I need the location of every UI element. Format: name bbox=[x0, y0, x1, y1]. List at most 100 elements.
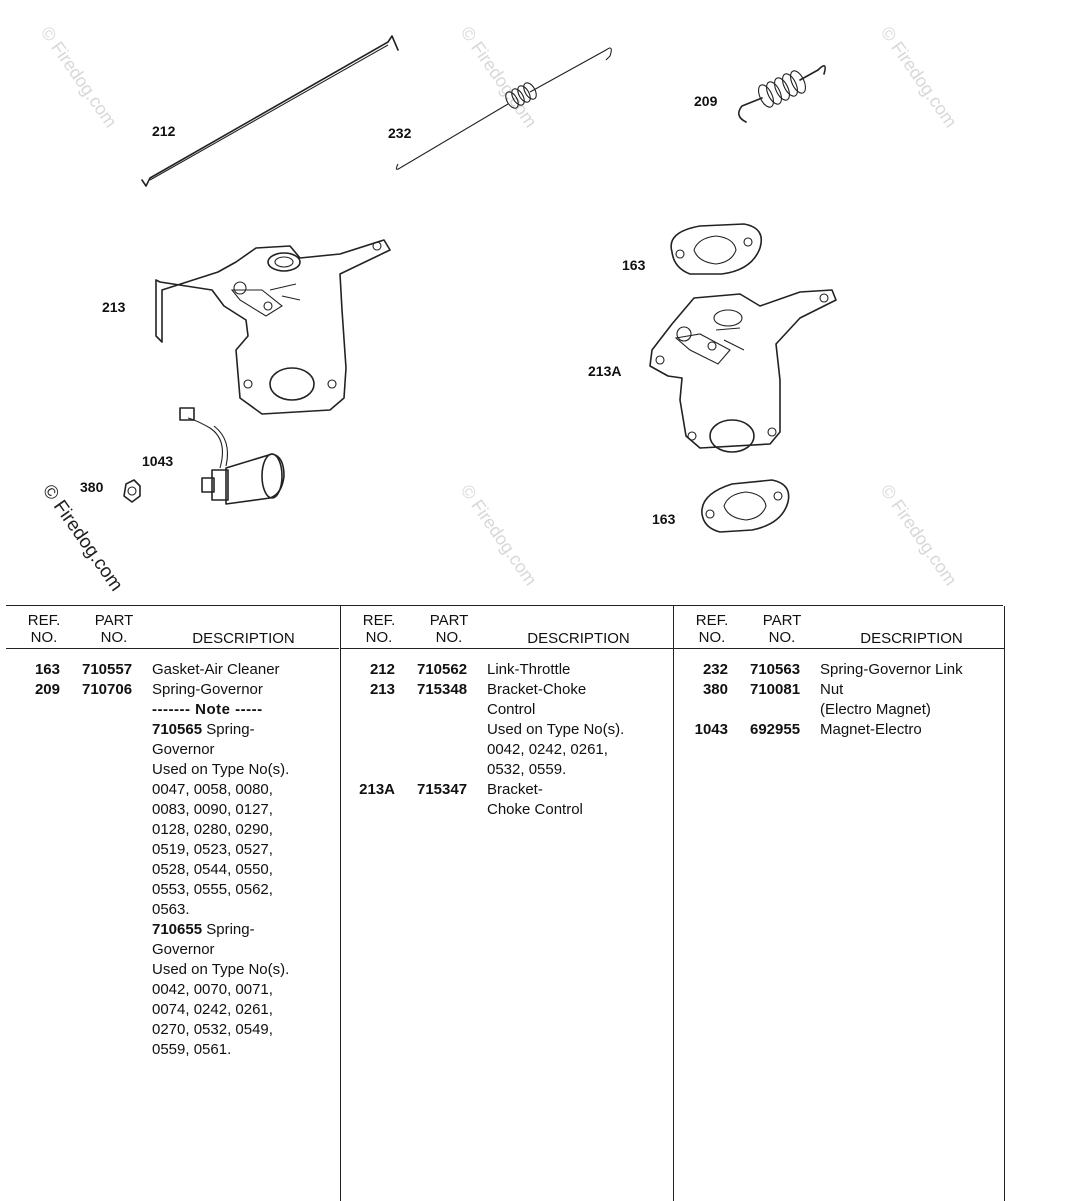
part-1043-electro-magnet: 1043 bbox=[142, 407, 285, 505]
ref-no-cell: 212 bbox=[369, 661, 395, 678]
table-row: 380 710081 Nut (Electro Magnet) bbox=[674, 680, 1004, 720]
description-line: Magnet-Electro bbox=[820, 721, 922, 738]
ref-no-cell: 163 bbox=[34, 661, 60, 678]
header-description: DESCRIPTION bbox=[527, 630, 630, 647]
description-cell: Magnet-Electro bbox=[820, 720, 1000, 740]
description-line: 0074, 0242, 0261, bbox=[152, 1001, 273, 1018]
table-row: 213A 715347 Bracket- Choke Control bbox=[341, 780, 673, 820]
description-line: Gasket-Air Cleaner bbox=[152, 661, 280, 678]
description-line: 0563. bbox=[152, 901, 190, 918]
ref-no-cell: 209 bbox=[34, 681, 60, 698]
ref-no-cell: 213 bbox=[369, 681, 395, 698]
description-line: Bracket- bbox=[487, 781, 543, 798]
part-no-cell: 710562 bbox=[417, 661, 468, 678]
description-line: Used on Type No(s). bbox=[152, 961, 290, 978]
description-line: 0553, 0555, 0562, bbox=[152, 881, 273, 898]
callout-213A: 213A bbox=[588, 363, 621, 379]
description-line: Used on Type No(s). bbox=[152, 761, 290, 778]
watermark-mid-left: © Firedog.com bbox=[38, 481, 127, 595]
callout-209: 209 bbox=[694, 93, 718, 109]
part-no-cell: 715348 bbox=[417, 681, 468, 698]
callout-163-lower: 163 bbox=[652, 511, 676, 527]
watermark-top-center: © Firedog.com bbox=[457, 23, 541, 131]
description-line: Spring-Governor Link bbox=[820, 661, 963, 678]
callout-213: 213 bbox=[102, 299, 126, 315]
note-separator: ------- Note ----- bbox=[152, 701, 263, 718]
callout-163-upper: 163 bbox=[622, 257, 646, 273]
description-cell: Nut (Electro Magnet) bbox=[820, 680, 1000, 720]
description-cell: ------- Note ----- bbox=[152, 700, 332, 720]
description-line: 0532, 0559. bbox=[487, 761, 567, 778]
description-cell: Spring-Governor bbox=[152, 680, 332, 700]
description-line: Bracket-Choke bbox=[487, 681, 587, 698]
description-line: Governor bbox=[152, 741, 215, 758]
ref-no-cell: 213A bbox=[359, 781, 395, 798]
description-cell: Bracket- Choke Control bbox=[487, 780, 667, 820]
part-209-governor-spring: 209 bbox=[694, 65, 826, 123]
ref-no-cell: 232 bbox=[702, 661, 728, 678]
ref-no-cell: 380 bbox=[702, 681, 728, 698]
table-row: ------- Note ----- bbox=[6, 700, 339, 720]
header-description: DESCRIPTION bbox=[860, 630, 963, 647]
description-line: 0083, 0090, 0127, bbox=[152, 801, 273, 818]
part-232-governor-spring: 232 bbox=[388, 47, 612, 170]
part-no-cell: 710563 bbox=[750, 661, 801, 678]
header-ref-no: REF.NO. bbox=[695, 612, 729, 646]
part-no-cell: 715347 bbox=[417, 781, 468, 798]
callout-1043: 1043 bbox=[142, 453, 173, 469]
part-no-cell: 692955 bbox=[750, 721, 801, 738]
part-213-choke-bracket: 213 bbox=[102, 239, 391, 415]
table-row: 212 710562 Link-Throttle bbox=[341, 660, 673, 680]
description-line: Spring-Governor bbox=[152, 681, 263, 698]
description-line: Link-Throttle bbox=[487, 661, 571, 678]
part-380-nut: 380 bbox=[80, 479, 141, 503]
description-line: 0042, 0070, 0071, bbox=[152, 981, 273, 998]
header-description: DESCRIPTION bbox=[192, 630, 295, 647]
description-cell: Gasket-Air Cleaner bbox=[152, 660, 332, 680]
description-line: Used on Type No(s). bbox=[487, 721, 625, 738]
watermark-group: © Firedog.com © Firedog.com © Firedog.co… bbox=[37, 23, 961, 595]
alternate-part-desc: Spring- bbox=[202, 721, 255, 738]
description-line: Governor bbox=[152, 941, 215, 958]
description-line: Choke Control bbox=[487, 801, 583, 818]
parts-diagram: © Firedog.com © Firedog.com © Firedog.co… bbox=[37, 23, 961, 595]
description-line: 0270, 0532, 0549, bbox=[152, 1021, 273, 1038]
part-213A-choke-bracket: 213A bbox=[588, 289, 837, 453]
description-cell: Spring-Governor Link bbox=[820, 660, 1000, 680]
description-line: 0042, 0242, 0261, bbox=[487, 741, 608, 758]
description-line: 0047, 0058, 0080, bbox=[152, 781, 273, 798]
part-no-cell: 710706 bbox=[82, 681, 133, 698]
watermark-mid-right: © Firedog.com bbox=[877, 481, 961, 589]
part-212-throttle-link: 212 bbox=[141, 35, 399, 187]
alternate-part-no: 710565 bbox=[152, 721, 203, 738]
table-rows: 232 710563 Spring-Governor Link 380 710081 Nu… bbox=[674, 660, 1004, 740]
description-cell: Link-Throttle bbox=[487, 660, 667, 680]
description-line: 0559, 0561. bbox=[152, 1041, 232, 1058]
alternate-part-line: 710655 Spring- bbox=[152, 920, 332, 940]
table-row: 232 710563 Spring-Governor Link bbox=[674, 660, 1004, 680]
description-line: (Electro Magnet) bbox=[820, 701, 931, 718]
part-no-cell: 710081 bbox=[750, 681, 801, 698]
description-line: Control bbox=[487, 701, 536, 718]
description-line: Nut bbox=[820, 681, 844, 698]
alternate-part-desc: Spring- bbox=[202, 921, 255, 938]
callout-212: 212 bbox=[152, 123, 176, 139]
description-line: 0128, 0280, 0290, bbox=[152, 821, 273, 838]
